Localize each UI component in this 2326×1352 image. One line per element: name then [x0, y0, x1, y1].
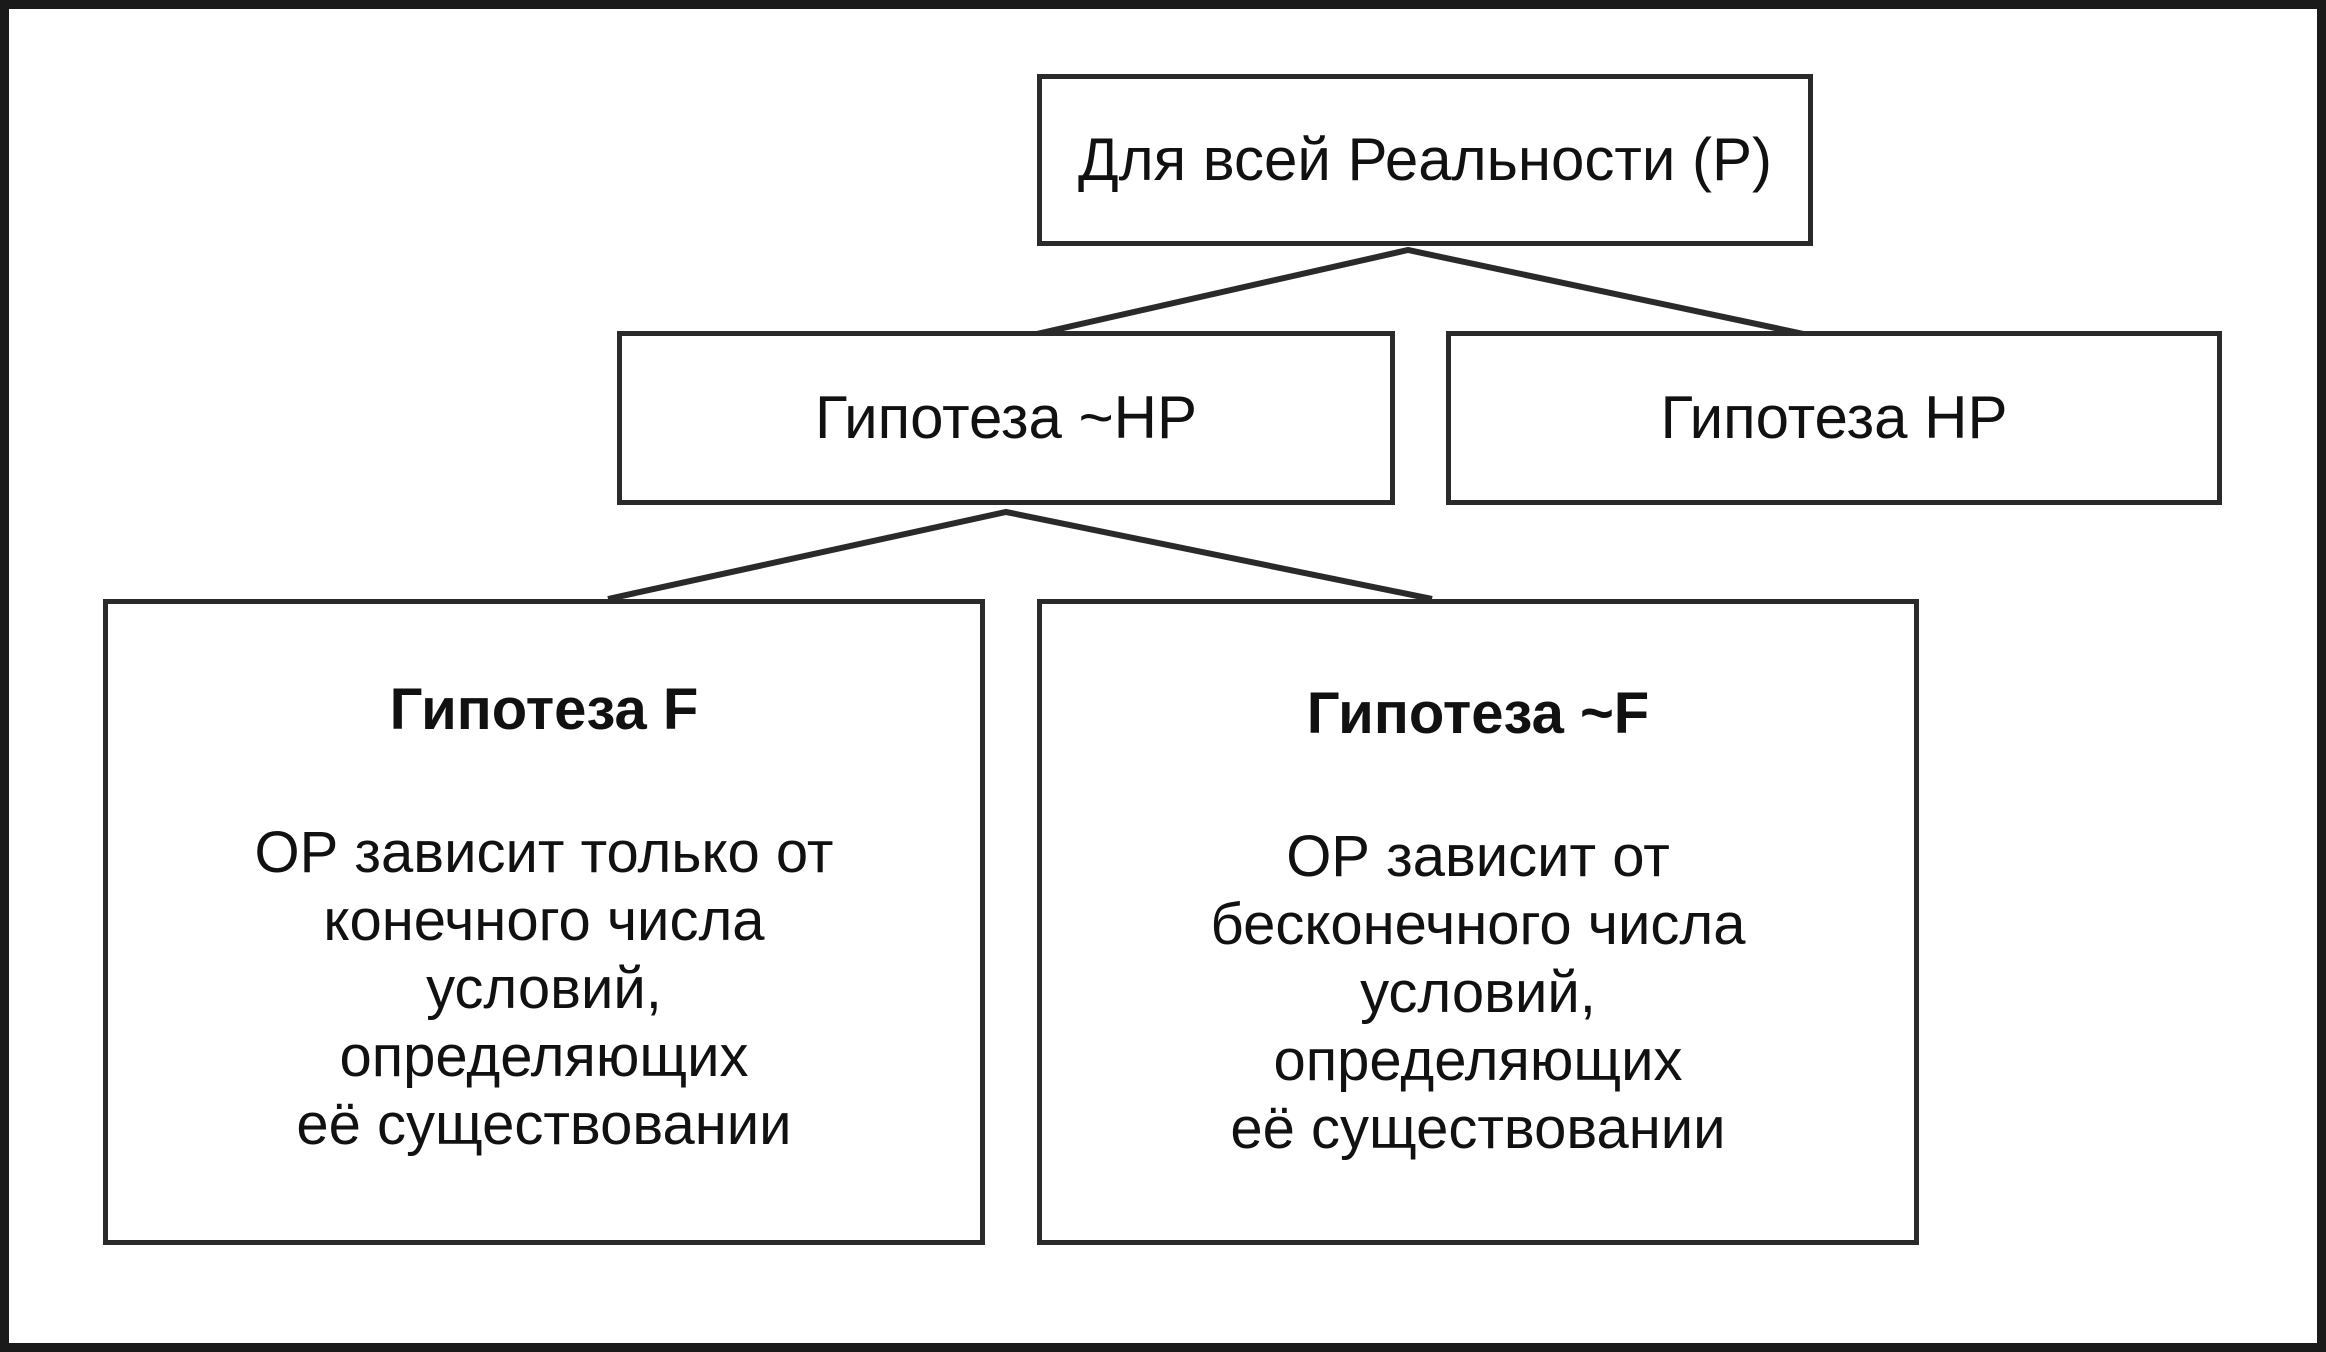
- hypothesis-hp-label: Гипотеза HP: [1660, 384, 2008, 451]
- root-node: Для всей Реальности (Р): [1037, 74, 1813, 246]
- root-node-label: Для всей Реальности (Р): [1077, 126, 1773, 193]
- hypothesis-f-description: ОР зависит только от конечного числа усл…: [254, 819, 834, 1157]
- hypothesis-not-f-node: Гипотеза ~F ОР зависит от бесконечного ч…: [1037, 599, 1919, 1245]
- hypothesis-f-node: Гипотеза F ОР зависит только от конечног…: [103, 599, 985, 1245]
- hypothesis-not-hp-label: Гипотеза ~HP: [815, 384, 1197, 451]
- hypothesis-f-title: Гипотеза F: [389, 677, 699, 742]
- connector-root-to-not-hp: [1009, 246, 1833, 343]
- hypothesis-not-hp-node: Гипотеза ~HP: [617, 331, 1395, 505]
- hypothesis-not-f-title: Гипотеза ~F: [1306, 681, 1650, 746]
- hypothesis-not-f-description: ОР зависит от бесконечного числа условий…: [1210, 823, 1746, 1161]
- connector-not-hp-to-leaves: [607, 508, 1433, 602]
- hypothesis-hp-node: Гипотеза HP: [1446, 331, 2222, 505]
